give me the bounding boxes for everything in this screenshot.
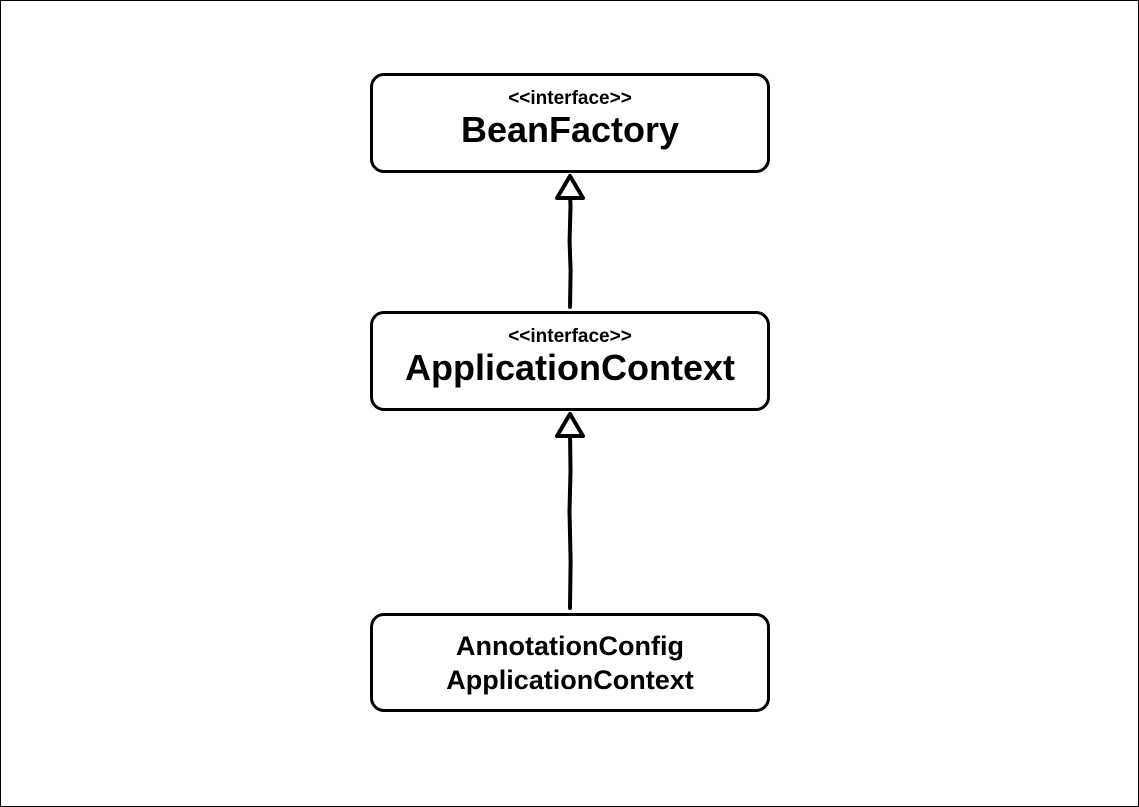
node-title-line2: ApplicationContext — [446, 664, 694, 695]
annotationconfig-box: AnnotationConfig ApplicationContext — [370, 613, 770, 712]
node-title: BeanFactory — [460, 109, 680, 150]
beanfactory-box: <<interface>> BeanFactory — [370, 73, 770, 173]
edge-line — [567, 429, 573, 610]
edge-applicationcontext-to-beanfactory — [555, 174, 585, 309]
node-title: ApplicationContext — [405, 347, 735, 388]
edge-annotationconfig-to-applicationcontext — [555, 412, 585, 610]
stereotype-label: <<interface>> — [508, 88, 632, 109]
stereotype-label: <<interface>> — [508, 326, 632, 347]
arrowhead-icon — [555, 174, 585, 200]
applicationcontext-box: <<interface>> ApplicationContext — [370, 311, 770, 411]
node-title-line1: AnnotationConfig — [456, 630, 684, 661]
edge-line — [567, 191, 573, 309]
arrowhead-icon — [555, 412, 585, 438]
